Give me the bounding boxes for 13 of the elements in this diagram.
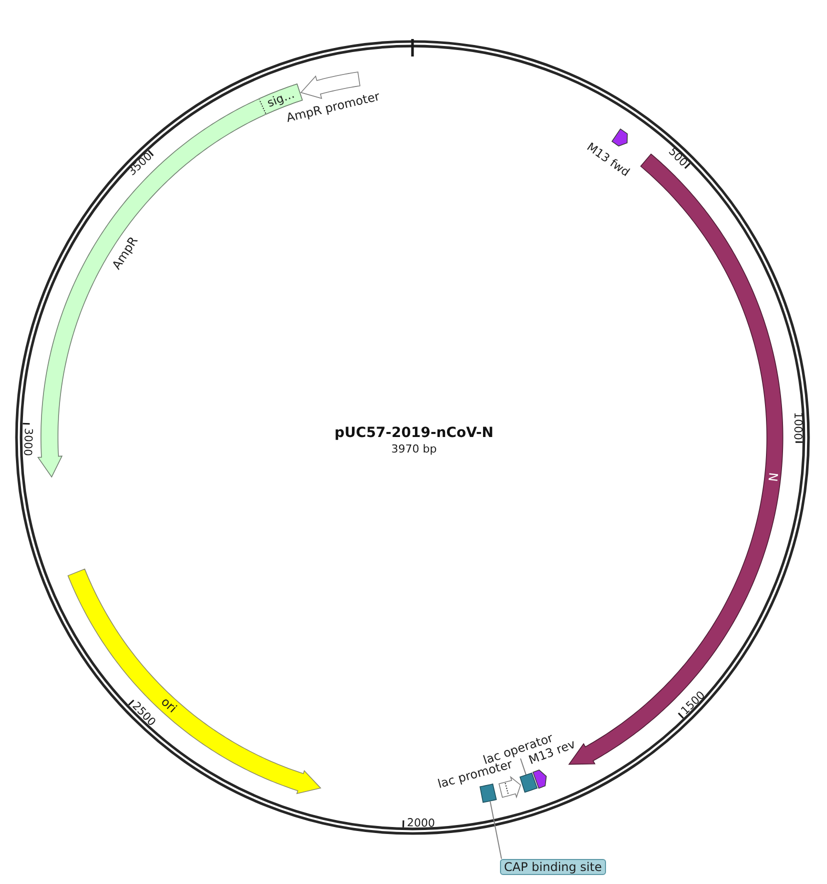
- callout-label: CAP binding site: [500, 858, 606, 874]
- tick-label: 1000: [792, 412, 804, 440]
- tick-label: 3000: [22, 428, 34, 456]
- leader-line: [490, 801, 502, 860]
- tick-label: 2000: [406, 816, 435, 828]
- feature-label: M13 fwd: [584, 142, 632, 180]
- leader-line: [520, 758, 527, 776]
- plasmid-name-title: pUC57-2019-nCoV-N: [334, 426, 494, 440]
- feature-label: N: [766, 472, 780, 483]
- plasmid-size-label: 3970 bp: [391, 444, 437, 454]
- tick-label: 500: [666, 146, 689, 168]
- feature-label: sig…: [266, 88, 296, 110]
- feature-label: ori: [159, 696, 179, 716]
